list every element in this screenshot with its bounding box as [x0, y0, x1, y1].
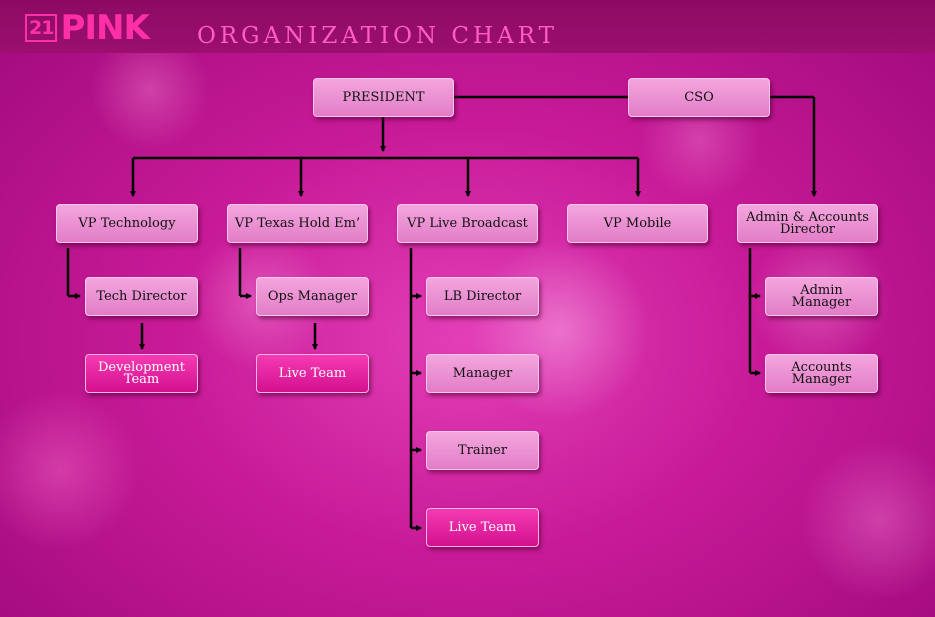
node-label: Accounts Manager — [791, 359, 852, 387]
node-label: Development Team — [97, 359, 186, 387]
node-label: Live Team — [448, 519, 517, 535]
node-label: Trainer — [457, 442, 508, 458]
node-cso: CSO — [628, 78, 770, 117]
node-label: Live Team — [278, 365, 347, 381]
node-vp-mobile: VP Mobile — [567, 204, 708, 243]
node-label: Ops Manager — [267, 288, 358, 304]
node-label: Tech Director — [96, 288, 187, 304]
node-label: VP Texas Hold Em’ — [234, 215, 361, 231]
node-trainer: Trainer — [426, 431, 539, 470]
brand-logo: 21 PINK — [25, 8, 150, 48]
node-vp-live-broadcast: VP Live Broadcast — [397, 204, 538, 243]
node-label: PRESIDENT — [342, 89, 425, 105]
node-manager: Manager — [426, 354, 539, 393]
node-admin-accounts-director: Admin & Accounts Director — [737, 204, 878, 243]
node-ops-manager: Ops Manager — [256, 277, 369, 316]
node-lb-director: LB Director — [426, 277, 539, 316]
node-live-team-broadcast: Live Team — [426, 508, 539, 547]
node-label: Admin & Accounts Director — [746, 209, 869, 237]
node-live-team-texas: Live Team — [256, 354, 369, 393]
node-accounts-manager: Accounts Manager — [765, 354, 878, 393]
node-label: VP Live Broadcast — [407, 215, 528, 231]
node-vp-technology: VP Technology — [56, 204, 198, 243]
node-label: Admin Manager — [791, 282, 852, 310]
node-tech-director: Tech Director — [85, 277, 198, 316]
node-admin-manager: Admin Manager — [765, 277, 878, 316]
node-vp-texas-hold-em: VP Texas Hold Em’ — [227, 204, 368, 243]
node-label: VP Mobile — [603, 215, 672, 231]
node-president: PRESIDENT — [313, 78, 454, 117]
node-label: LB Director — [443, 288, 522, 304]
node-label: Manager — [452, 365, 513, 381]
logo-number: 21 — [25, 14, 58, 42]
page-title: ORGANIZATION CHART — [197, 23, 558, 49]
node-development-team: Development Team — [85, 354, 198, 393]
logo-word: PINK — [60, 8, 149, 48]
node-label: VP Technology — [78, 215, 176, 231]
header-bar: 21 PINK ORGANIZATION CHART — [0, 0, 935, 53]
node-label: CSO — [684, 89, 714, 105]
